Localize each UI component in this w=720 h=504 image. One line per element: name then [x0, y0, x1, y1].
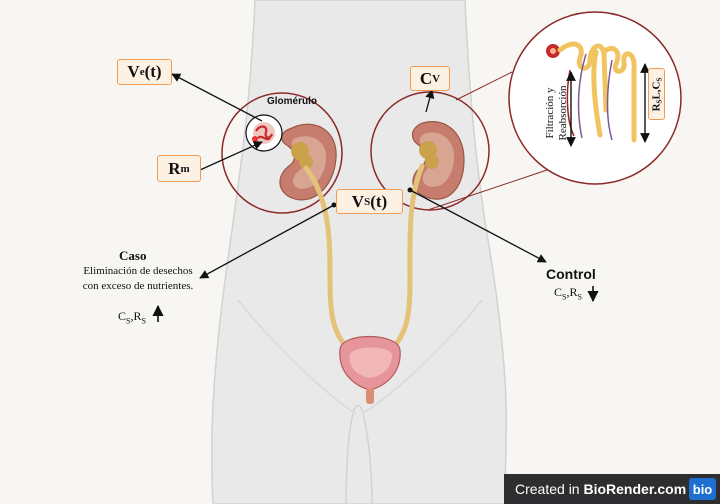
body-silhouette: [210, 0, 508, 504]
left-kidney: [279, 123, 337, 201]
caso-description: Eliminación de desechos con exceso de nu…: [82, 265, 194, 292]
caso-title: Caso: [119, 248, 147, 263]
rm-arrow: [199, 141, 263, 171]
glomerulus-icon: [252, 122, 275, 144]
vs-dot-left: [331, 202, 337, 208]
zoom-line-bottom: [427, 169, 548, 211]
groin-line-right: [361, 299, 483, 415]
bladder: [339, 335, 401, 404]
cv-arrow: [425, 89, 435, 113]
glomerulo-label: Glomérulo: [267, 96, 318, 107]
vs-arrow: [199, 204, 335, 279]
groin-line-left: [237, 299, 357, 415]
control-vars: CS,RS: [554, 285, 582, 302]
control-title: Control: [546, 266, 596, 282]
biorender-badge[interactable]: Created in BioRender.com bio: [504, 474, 720, 504]
biorender-text: Created in BioRender.com: [515, 481, 687, 497]
ve-arrow: [171, 73, 263, 122]
filtracion-label: Filtración y Reabsorción: [544, 85, 569, 141]
right-kidney: [411, 121, 465, 200]
zoom-line-top: [455, 71, 513, 101]
caso-vars: CS,RS: [118, 309, 146, 326]
right-ureter: [392, 163, 425, 348]
left-kidney-circle: [221, 92, 343, 214]
control-arrow: [409, 189, 547, 263]
left-ureter: [303, 165, 348, 348]
vs-dot-right: [407, 187, 413, 193]
rsl-box: RSL,CS: [648, 68, 665, 120]
biorender-logo-icon: bio: [689, 478, 716, 500]
